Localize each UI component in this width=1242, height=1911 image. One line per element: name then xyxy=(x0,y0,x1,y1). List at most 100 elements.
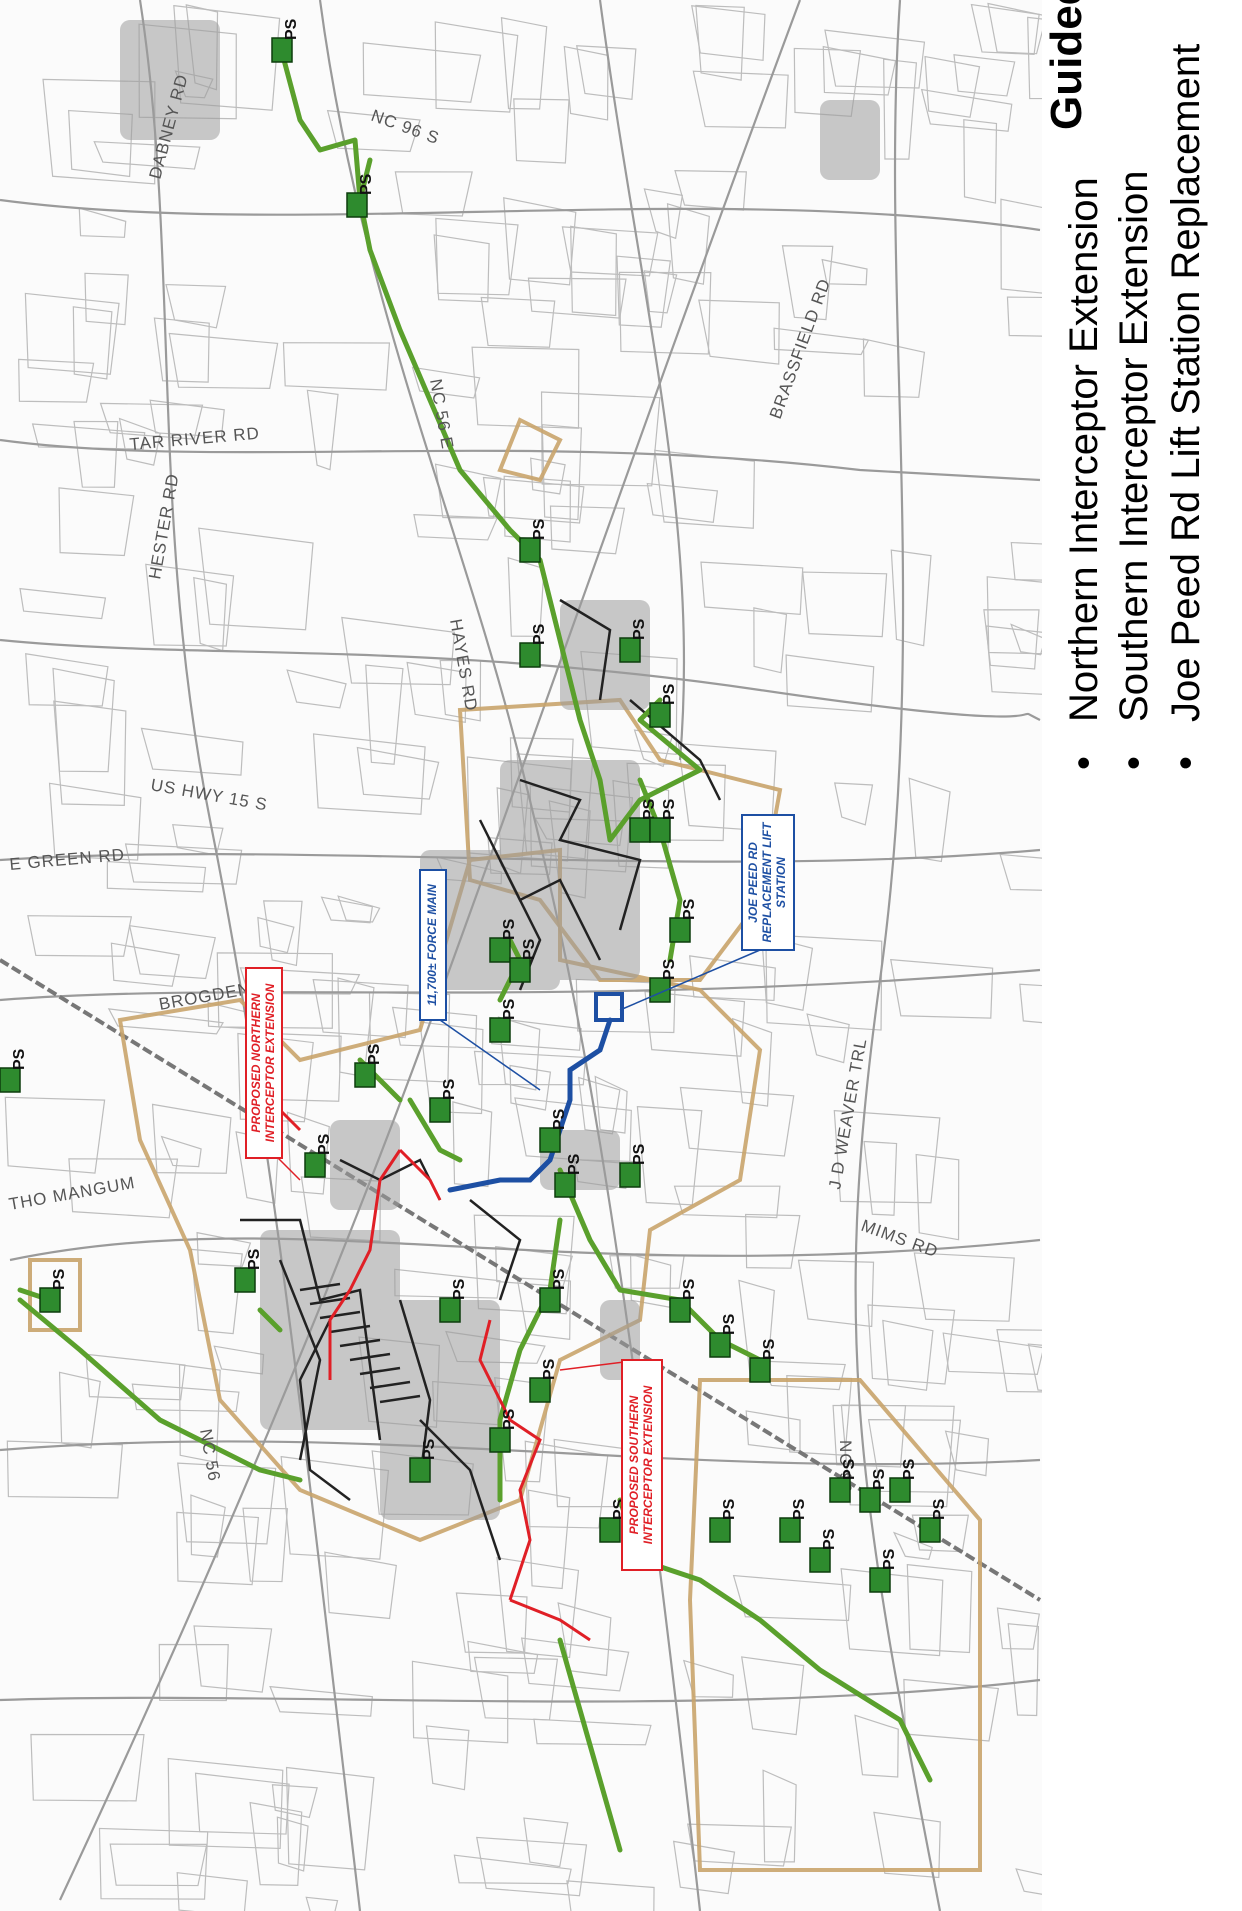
parcel xyxy=(698,299,780,365)
pump-station-label: PS xyxy=(501,998,518,1020)
parcel xyxy=(731,1017,773,1107)
parcel xyxy=(576,45,637,101)
parcel xyxy=(473,1656,559,1721)
pump-station-icon: PS xyxy=(709,1313,738,1358)
pump-station-label: PS xyxy=(451,1278,468,1300)
pump-station-square xyxy=(829,1477,851,1503)
parcel xyxy=(566,1880,655,1911)
parcel xyxy=(72,306,113,380)
pump-station-square xyxy=(749,1357,771,1383)
pump-station-square xyxy=(409,1457,431,1483)
parcel xyxy=(863,1140,898,1216)
pump-station-square xyxy=(619,637,641,663)
pump-station-label: PS xyxy=(366,1043,383,1065)
parcel xyxy=(365,664,404,765)
pump-station-icon: PS xyxy=(859,1468,888,1513)
bullet-label: Southern Interceptor Extension xyxy=(1112,170,1156,722)
parcel xyxy=(862,338,926,398)
parcel xyxy=(107,1008,225,1035)
callout-force-main: 11,700± FORCE MAIN xyxy=(419,869,541,1091)
parcel xyxy=(906,1563,973,1654)
pump-station-label: PS xyxy=(11,1048,28,1070)
pump-station-icon: PS xyxy=(489,918,518,963)
parcel xyxy=(18,358,95,403)
parcel xyxy=(691,5,766,61)
pump-station-label: PS xyxy=(841,1458,858,1480)
parcel-grid xyxy=(4,2,1042,1911)
sewer-line xyxy=(469,1199,522,1301)
pump-station-label: PS xyxy=(501,918,518,940)
parcel xyxy=(320,896,374,924)
callout-text: PROPOSED NORTHERN xyxy=(249,993,263,1132)
pump-station-label: PS xyxy=(641,798,658,820)
parcel xyxy=(840,1568,944,1657)
pump-station-icon: PS xyxy=(304,1133,333,1178)
parcel xyxy=(411,366,481,399)
pump-station-label: PS xyxy=(661,958,678,980)
callout-text: INTERCEPTOR EXTENSION xyxy=(641,1385,655,1544)
parcel xyxy=(109,1843,208,1887)
parcel xyxy=(689,955,776,1002)
parcel xyxy=(473,1050,587,1086)
parcel xyxy=(4,1096,106,1174)
parcel xyxy=(411,1660,509,1744)
pump-station-square xyxy=(779,1517,801,1543)
parcel xyxy=(785,654,875,713)
pump-station-square xyxy=(629,817,651,843)
parcel xyxy=(473,1214,575,1315)
parcel xyxy=(983,609,1040,670)
pump-station-square xyxy=(669,1297,691,1323)
parcel xyxy=(503,197,577,286)
pump-station-square xyxy=(859,1487,881,1513)
parcel xyxy=(52,667,115,773)
sewer-lateral xyxy=(319,1310,361,1320)
parcel xyxy=(761,934,814,1011)
road-label-brassfield: BRASSFIELD RD xyxy=(766,276,835,422)
pump-station-label: PS xyxy=(541,1358,558,1380)
pump-station-icon: PS xyxy=(489,1408,518,1453)
road-label-nc-56: NC 56 E xyxy=(426,377,457,450)
parcel xyxy=(616,255,672,328)
parcel xyxy=(822,45,897,96)
parcel xyxy=(520,1637,630,1692)
parcel xyxy=(257,916,295,954)
pump-station-label: PS xyxy=(51,1268,68,1290)
pump-station-square xyxy=(354,1062,376,1088)
road xyxy=(0,1678,1041,1703)
pump-station-square xyxy=(39,1287,61,1313)
parcel xyxy=(286,669,347,709)
parcel xyxy=(762,1769,797,1863)
parcel xyxy=(503,475,571,543)
road xyxy=(138,0,362,1911)
parcel xyxy=(549,505,626,555)
developed-area xyxy=(330,1120,400,1210)
road xyxy=(59,0,802,1901)
page-title: Guided by the Master Plan xyxy=(1042,0,1092,130)
parcel xyxy=(765,934,883,1031)
pump-station-square xyxy=(869,1567,891,1593)
road xyxy=(854,0,942,1911)
parcel xyxy=(19,587,107,620)
proposed-line xyxy=(328,1149,402,1380)
pump-station-square xyxy=(271,37,293,63)
road-label-us-hwy-15: US HWY 15 S xyxy=(149,775,269,814)
parcel xyxy=(758,1360,846,1391)
pump-station-icon: PS xyxy=(346,173,375,218)
parcel xyxy=(160,1135,202,1168)
parcel xyxy=(30,1733,145,1802)
callout-text: 11,700± FORCE MAIN xyxy=(425,884,439,1006)
callout-box xyxy=(741,814,795,951)
parcel xyxy=(1027,16,1042,100)
pump-station-icon: PS xyxy=(889,1458,918,1503)
parcel xyxy=(165,283,227,329)
parcel xyxy=(249,1801,303,1886)
parcel xyxy=(42,78,156,185)
parcel xyxy=(198,527,314,631)
callout-text: STATION xyxy=(774,857,788,908)
callout-text: INTERCEPTOR EXTENSION xyxy=(263,983,277,1142)
parcel xyxy=(149,399,225,438)
pump-station-label: PS xyxy=(871,1468,888,1490)
parcel xyxy=(167,1757,284,1850)
pump-station-square xyxy=(554,1172,576,1198)
